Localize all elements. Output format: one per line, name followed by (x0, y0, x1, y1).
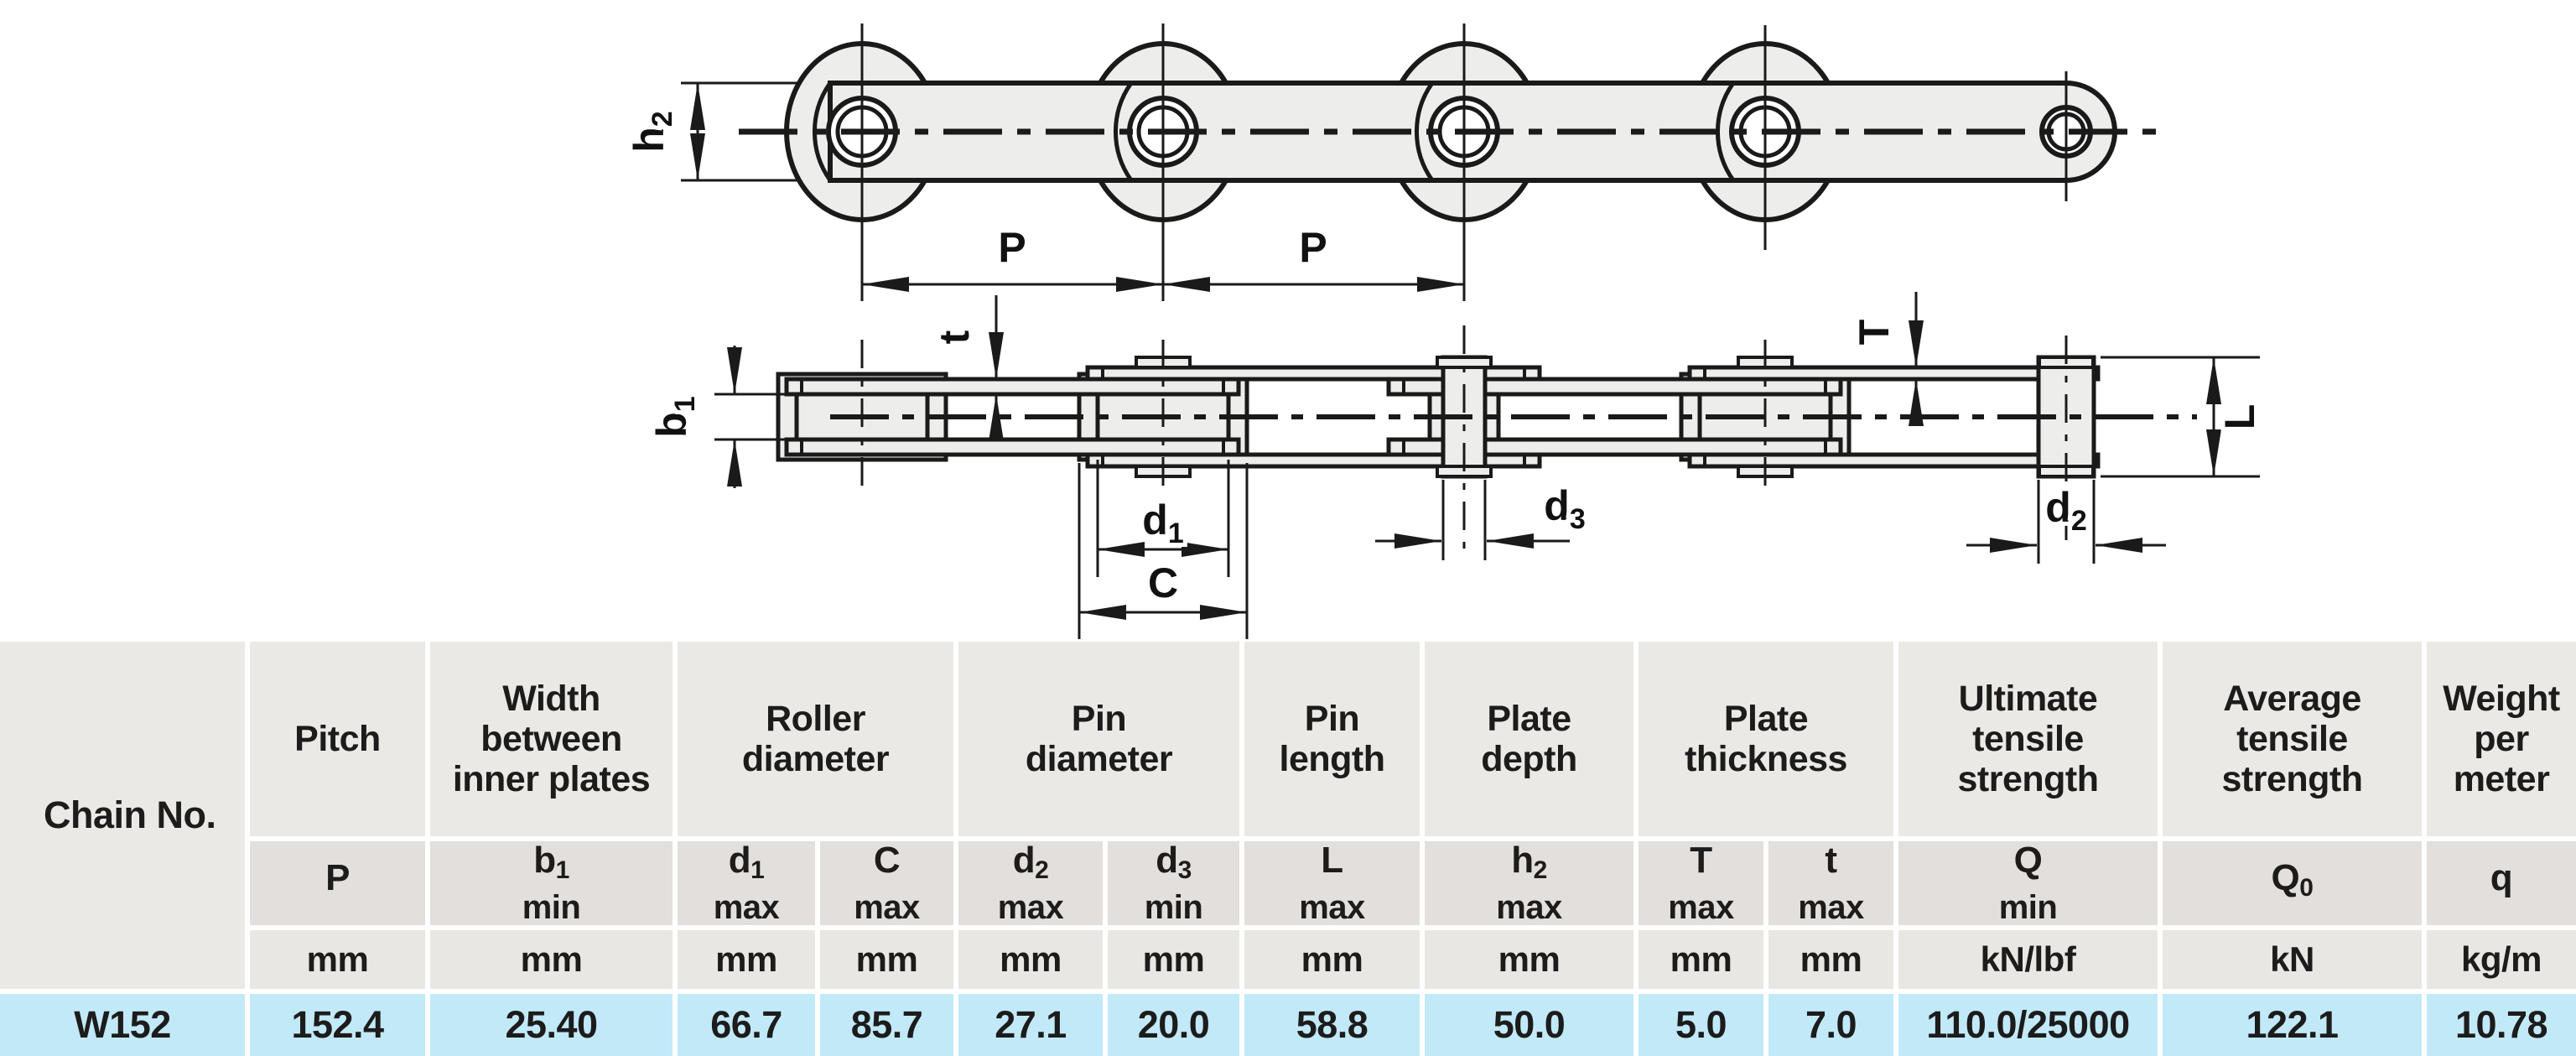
header-line: diameter (1025, 739, 1173, 779)
symbol-b1: b1 min (430, 841, 673, 925)
cell-width-b1: 25.40 (430, 994, 673, 1056)
col-header-plate-thickness: Plate thickness (1639, 642, 1893, 836)
symbol-q: q (2427, 841, 2576, 925)
unit-T: mm (1639, 930, 1763, 989)
cell-ultimate: 110.0/25000 (1898, 994, 2158, 1056)
col-header-plate-depth: Plate depth (1425, 642, 1633, 836)
dim-label-h2: h2 (626, 111, 678, 152)
header-line: Ultimate (1958, 679, 2098, 719)
cell-plate-depth: 50.0 (1425, 994, 1633, 1056)
col-header-ultimate-tensile: Ultimate tensile strength (1898, 642, 2158, 836)
col-header-average-tensile: Average tensile strength (2163, 642, 2422, 836)
symbol-L: L max (1244, 841, 1420, 925)
header-line: Plate (1487, 699, 1571, 739)
header-line: Pin (1304, 699, 1360, 739)
cell-weight: 10.78 (2427, 994, 2576, 1056)
dim-label-L: L (2216, 404, 2263, 430)
header-line: strength (1957, 759, 2100, 799)
header-line: depth (1481, 739, 1577, 779)
symbol-Q: Q min (1898, 841, 2158, 925)
cell-chain-no: W152 (0, 994, 245, 1056)
cell-roller-C: 85.7 (820, 994, 953, 1056)
symbol-t: t max (1768, 841, 1893, 925)
col-header-roller-diameter: Roller diameter (678, 642, 953, 836)
cell-pin-d3: 20.0 (1108, 994, 1239, 1056)
symbol-d3: d3 min (1108, 841, 1239, 925)
header-line: tensile (1972, 719, 2084, 759)
unit-q: kg/m (2427, 930, 2576, 989)
header-line: thickness (1685, 739, 1847, 779)
cell-pin-length: 58.8 (1244, 994, 1420, 1056)
col-header-weight: Weight per meter (2427, 642, 2576, 836)
unit-Q: kN/lbf (1898, 930, 2158, 989)
dim-label-p1: P (998, 224, 1026, 271)
dim-label-C: C (1148, 559, 1178, 606)
col-header-width: Width between inner plates (430, 642, 673, 836)
dim-label-d2: d2 (2045, 484, 2086, 537)
plan-view: b1 t T d1 C d3 d2 (644, 292, 2267, 639)
symbol-d2: d2 max (958, 841, 1103, 925)
dim-label-d3: d3 (1544, 482, 1585, 535)
unit-Q0: kN (2163, 930, 2422, 989)
unit-d3: mm (1108, 930, 1239, 989)
cell-thickness-t: 7.0 (1768, 994, 1893, 1056)
unit-d2: mm (958, 930, 1103, 989)
dim-label-t: t (931, 330, 978, 344)
header-line: meter (2453, 759, 2550, 799)
cell-pitch: 152.4 (250, 994, 425, 1056)
header-line: Width (502, 679, 600, 719)
header-line: Weight (2443, 679, 2560, 719)
front-view: h2 P P (621, 23, 2162, 301)
unit-L: mm (1244, 930, 1420, 989)
header-line: Plate (1723, 699, 1809, 739)
header-line: strength (2221, 759, 2364, 799)
header-line: Pitch (294, 719, 381, 759)
spec-table: Chain No. Pitch Width between inner plat… (0, 642, 2576, 1056)
cell-roller-d1: 66.7 (678, 994, 815, 1056)
col-header-pin-diameter: Pin diameter (958, 642, 1239, 836)
dim-label-T: T (1851, 320, 1898, 346)
header-line: Roller (766, 699, 865, 739)
unit-d1: mm (678, 930, 815, 989)
header-line: between (480, 719, 622, 759)
symbol-C: C max (820, 841, 953, 925)
symbol-Q0: Q0 (2163, 841, 2422, 925)
header-line: Average (2223, 679, 2361, 719)
symbol-T: T max (1639, 841, 1763, 925)
header-line: Pin (1071, 699, 1127, 739)
header-line: inner plates (452, 759, 651, 799)
cell-thickness-T: 5.0 (1639, 994, 1763, 1056)
col-header-chain-no: Chain No. (0, 642, 245, 989)
cell-pin-d2: 27.1 (958, 994, 1103, 1056)
dim-label-b1: b1 (648, 396, 701, 437)
col-header-pitch: Pitch (250, 642, 425, 836)
header-line: length (1279, 739, 1385, 779)
chain-technical-drawing: h2 P P (621, 23, 2267, 639)
col-header-pin-length: Pin length (1244, 642, 1420, 836)
header-line: diameter (741, 739, 890, 779)
unit-h2: mm (1425, 930, 1633, 989)
unit-t: mm (1768, 930, 1893, 989)
chain-no-label: Chain No. (44, 793, 216, 836)
header-line: per (2474, 719, 2529, 759)
symbol-d1: d1 max (678, 841, 815, 925)
unit-C: mm (820, 930, 953, 989)
unit-P: mm (250, 930, 425, 989)
unit-b1: mm (430, 930, 673, 989)
cell-average: 122.1 (2163, 994, 2422, 1056)
dim-label-p2: P (1299, 224, 1327, 271)
header-line: tensile (2236, 719, 2348, 759)
symbol-h2: h2 max (1425, 841, 1633, 925)
dim-label-d1: d1 (1142, 497, 1183, 549)
symbol-P: P (250, 841, 425, 925)
